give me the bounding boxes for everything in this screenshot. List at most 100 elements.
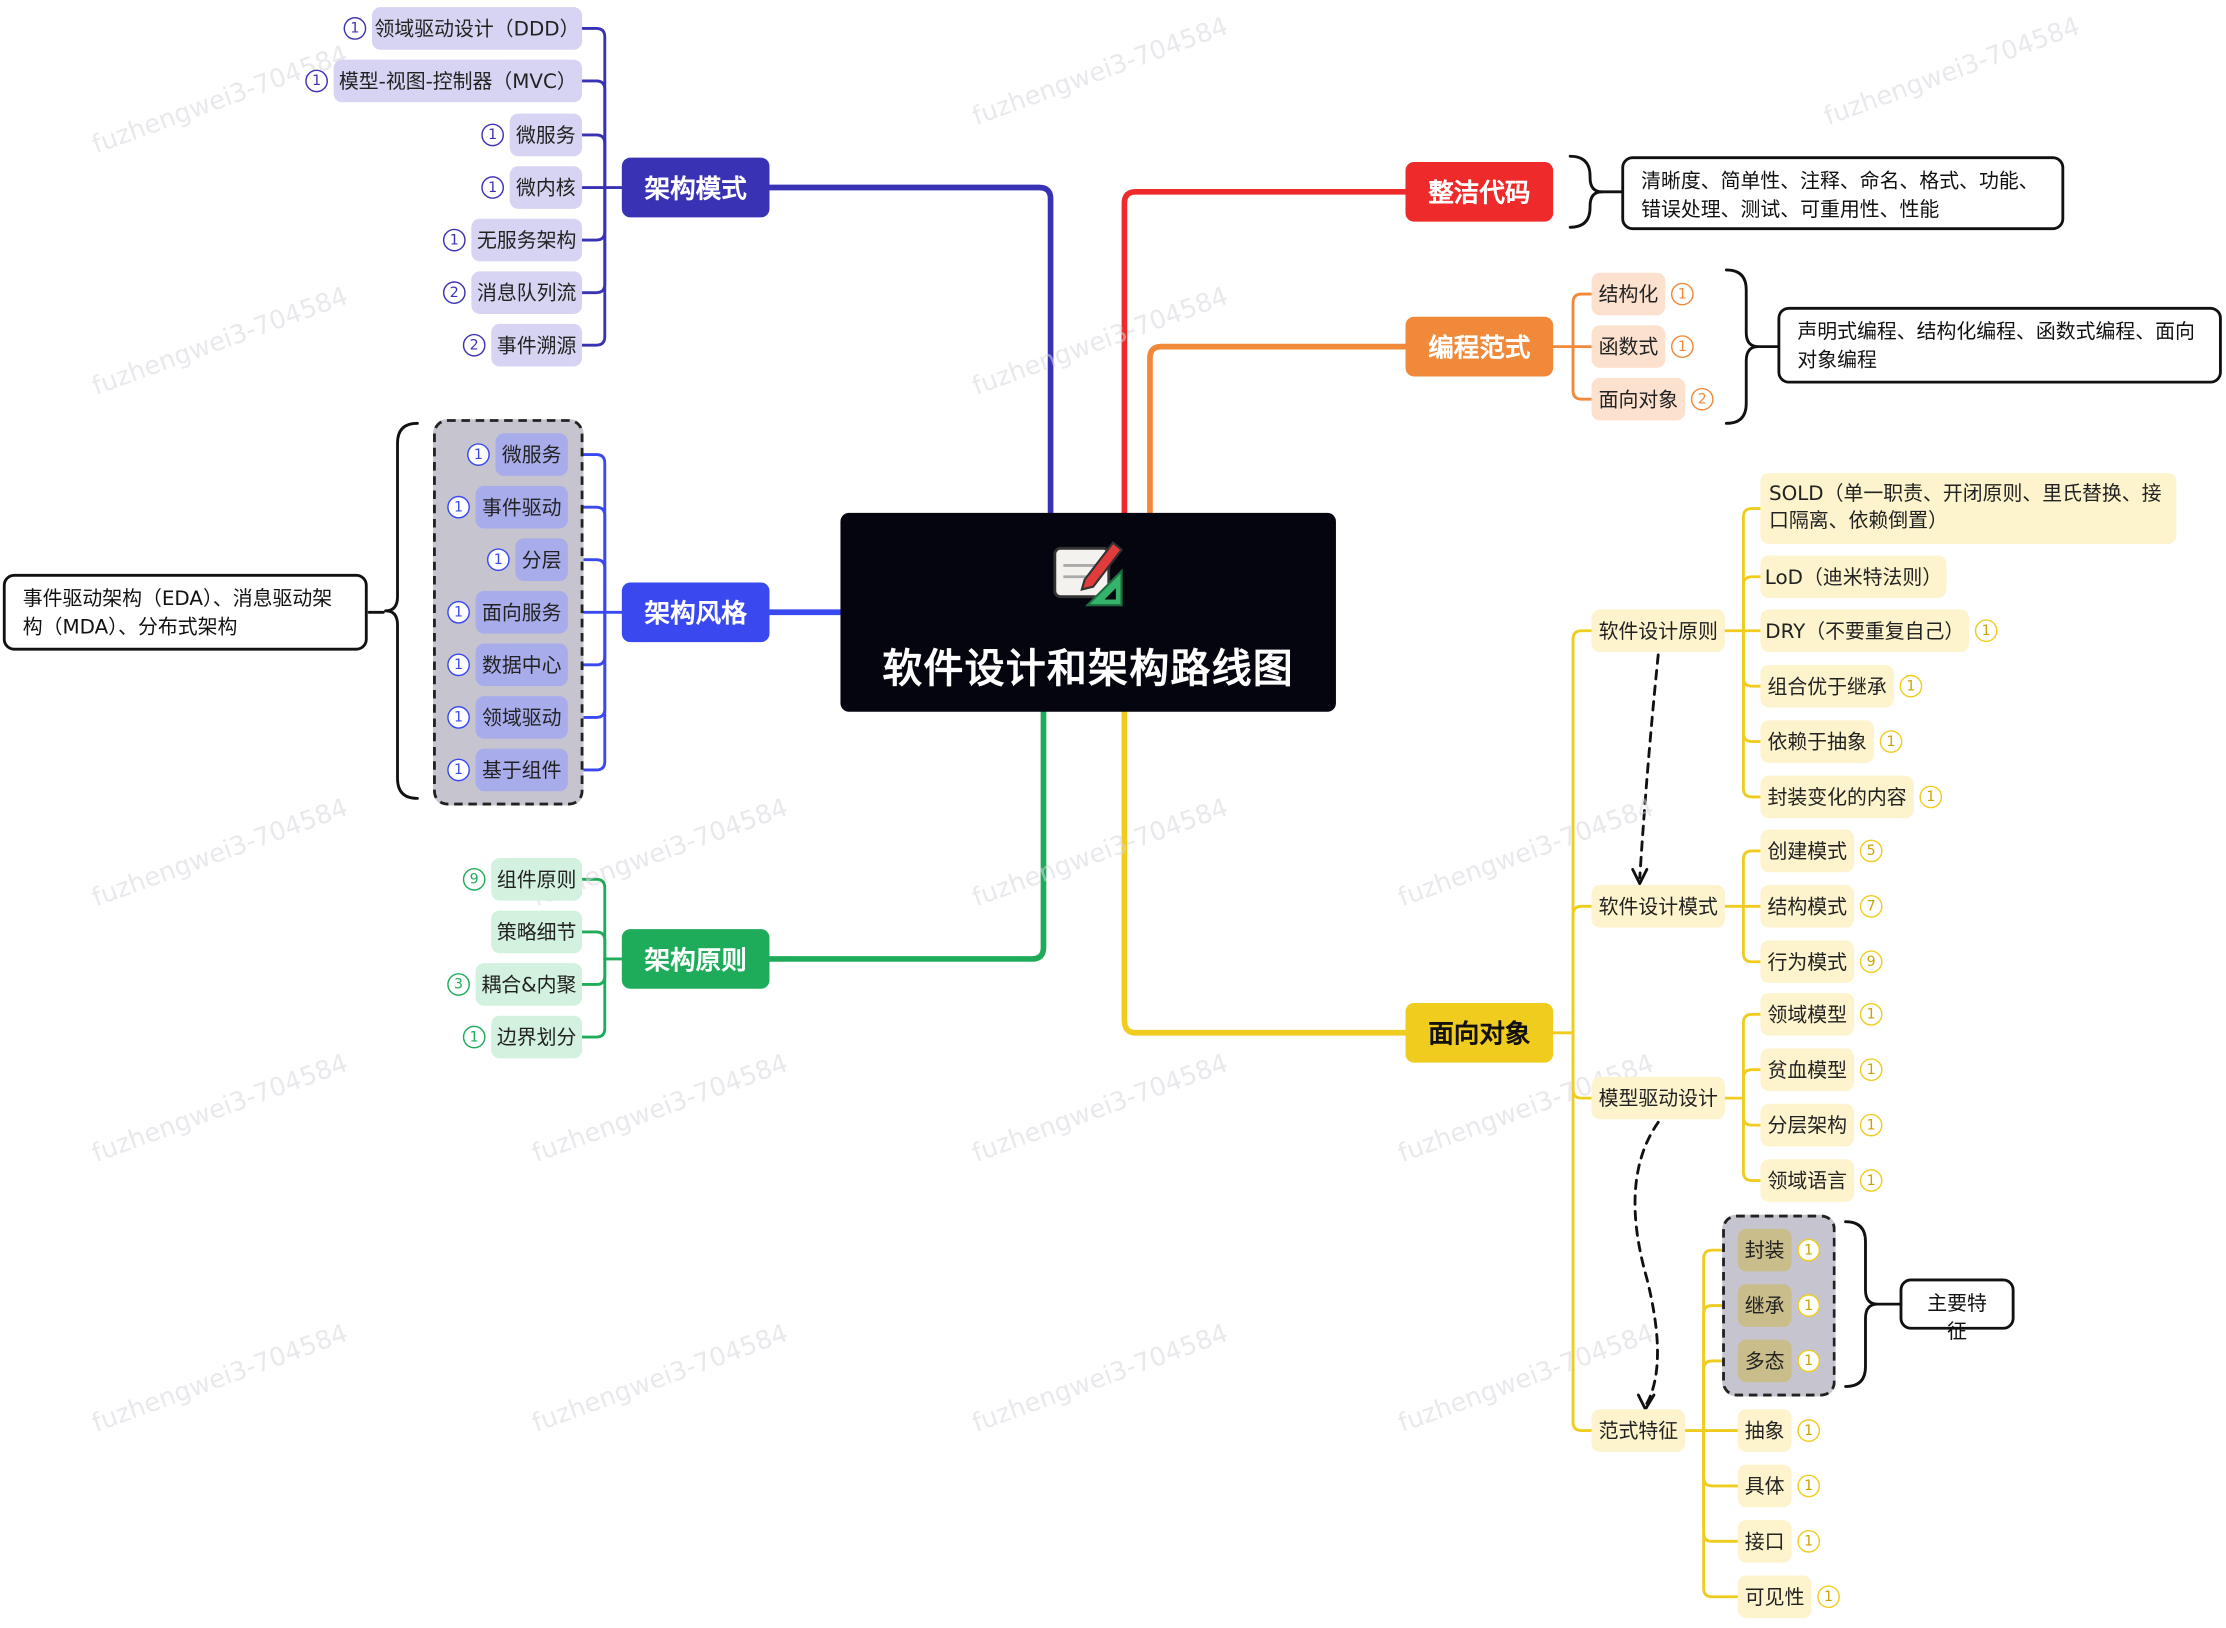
- pattern-serverless[interactable]: 无服务架构: [471, 218, 583, 262]
- principle-encapsulate-what-varies[interactable]: 封装变化的内容: [1760, 775, 1914, 819]
- branch-arch-styles[interactable]: 架构风格: [621, 582, 770, 643]
- style-domain-driven[interactable]: 领域驱动: [475, 696, 568, 739]
- brace-arch-styles: [384, 421, 419, 800]
- count-badge: 2: [462, 333, 486, 357]
- link-style-item: [566, 505, 607, 614]
- link-oop-item: [1702, 1248, 1740, 1432]
- link-pattern-item: [580, 186, 607, 347]
- link-oop-group: [1571, 1031, 1593, 1432]
- principle-policy-details[interactable]: 策略细节: [491, 910, 583, 954]
- paradigm-object-oriented[interactable]: 面向对象: [1591, 377, 1686, 421]
- root-node[interactable]: 软件设计和架构路线图: [840, 512, 1336, 712]
- count-badge: 1: [1899, 674, 1923, 698]
- branch-clean-code[interactable]: 整洁代码: [1405, 161, 1554, 222]
- link-pattern-item: [580, 26, 607, 189]
- count-badge: 1: [447, 706, 470, 729]
- branch-arch-patterns[interactable]: 架构模式: [621, 157, 770, 218]
- count-badge: 1: [1797, 1529, 1821, 1553]
- main-features-note[interactable]: 主要特征: [1899, 1278, 2015, 1344]
- pattern-behavioral[interactable]: 行为模式: [1760, 940, 1855, 984]
- feature-polymorphism[interactable]: 多态: [1737, 1339, 1792, 1383]
- count-badge: 7: [1859, 894, 1883, 918]
- mdd-layered-architecture[interactable]: 分层架构: [1760, 1103, 1855, 1147]
- count-badge: 1: [1670, 282, 1694, 306]
- link-pattern-item: [580, 133, 607, 189]
- link-oop-group: [1571, 629, 1593, 1035]
- branch-arch-principles[interactable]: 架构原则: [621, 929, 770, 989]
- link-oop-item: [1702, 1359, 1740, 1432]
- count-badge: 1: [467, 443, 490, 466]
- pattern-event-sourcing[interactable]: 事件溯源: [491, 323, 583, 367]
- clean-code-note[interactable]: 清晰度、简单性、注释、命名、格式、功能、错误处理、测试、可重用性、性能: [1621, 156, 2065, 231]
- branch-oop[interactable]: 面向对象: [1405, 1002, 1554, 1063]
- oop-paradigm-features[interactable]: 范式特征: [1591, 1409, 1686, 1452]
- link-oop-item: [1741, 629, 1762, 799]
- style-service-oriented[interactable]: 面向服务: [475, 590, 568, 634]
- branch-paradigms[interactable]: 编程范式: [1405, 316, 1554, 377]
- count-badge: 3: [447, 973, 470, 996]
- count-badge: 1: [1859, 1113, 1883, 1137]
- style-microservices[interactable]: 微服务: [495, 433, 568, 476]
- brace-paradigms: [1724, 268, 1760, 425]
- feature-visibility[interactable]: 可见性: [1737, 1575, 1812, 1619]
- pattern-message-queue-stream[interactable]: 消息队列流: [471, 271, 583, 314]
- oop-model-driven-design[interactable]: 模型驱动设计: [1591, 1076, 1725, 1120]
- feature-concrete[interactable]: 具体: [1737, 1464, 1792, 1508]
- link-principle-item: [580, 957, 607, 1039]
- feature-abstraction[interactable]: 抽象: [1737, 1409, 1792, 1452]
- pattern-mvc[interactable]: 模型-视图-控制器（MVC）: [333, 59, 583, 103]
- link-arch-patterns: [766, 184, 1054, 516]
- count-badge: 1: [305, 69, 328, 93]
- count-badge: 1: [447, 758, 470, 782]
- principle-coupling-cohesion[interactable]: 耦合&内聚: [475, 963, 583, 1006]
- link-pattern-item: [580, 186, 607, 242]
- principle-composition-over-inheritance[interactable]: 组合优于继承: [1760, 664, 1894, 708]
- pattern-microkernel[interactable]: 微内核: [509, 166, 583, 209]
- principle-depend-on-abstractions[interactable]: 依赖于抽象: [1760, 720, 1875, 763]
- style-layered[interactable]: 分层: [515, 538, 568, 582]
- paradigm-structured[interactable]: 结构化: [1591, 272, 1666, 316]
- principle-solid[interactable]: SOLD（单一职责、开闭原则、里氏替换、接口隔离、依赖倒置）: [1760, 473, 2177, 545]
- mdd-anemic-model[interactable]: 贫血模型: [1760, 1048, 1855, 1092]
- principle-dry[interactable]: DRY（不要重复自己）: [1760, 609, 1970, 653]
- link-principle-item: [580, 877, 607, 961]
- brace-clean-code: [1568, 154, 1604, 229]
- pattern-ddd[interactable]: 领域驱动设计（DDD）: [371, 7, 583, 50]
- principle-boundaries[interactable]: 边界划分: [491, 1015, 583, 1059]
- pattern-creational[interactable]: 创建模式: [1760, 829, 1855, 873]
- link-arch-principles: [766, 708, 1047, 962]
- count-badge: 1: [486, 548, 510, 572]
- feature-interface[interactable]: 接口: [1737, 1520, 1792, 1563]
- principle-lod[interactable]: LoD（迪米特法则）: [1760, 555, 1947, 599]
- count-badge: 1: [1974, 619, 1998, 643]
- style-component-based[interactable]: 基于组件: [475, 748, 568, 792]
- count-badge: 1: [1817, 1585, 1840, 1609]
- mdd-ubiquitous-language[interactable]: 领域语言: [1760, 1159, 1855, 1202]
- style-data-centric[interactable]: 数据中心: [475, 643, 568, 687]
- oop-design-patterns[interactable]: 软件设计模式: [1591, 885, 1725, 928]
- count-badge: 1: [1797, 1349, 1821, 1373]
- count-badge: 1: [481, 176, 504, 199]
- link-oop-item: [1702, 1304, 1740, 1432]
- pattern-microservices[interactable]: 微服务: [509, 113, 583, 157]
- arch-styles-summary-note[interactable]: 事件驱动架构（EDA）、消息驱动架构（MDA）、分布式架构: [2, 573, 368, 651]
- count-badge: 1: [1859, 1002, 1883, 1026]
- paradigm-functional[interactable]: 函数式: [1591, 325, 1666, 368]
- count-badge: 1: [1797, 1238, 1821, 1262]
- feature-encapsulation[interactable]: 封装: [1737, 1228, 1792, 1272]
- mdd-domain-model[interactable]: 领域模型: [1760, 992, 1855, 1036]
- principle-component[interactable]: 组件原则: [491, 858, 583, 901]
- count-badge: 1: [481, 123, 504, 147]
- count-badge: 1: [462, 1025, 486, 1049]
- link-oop-item: [1741, 1096, 1762, 1127]
- pattern-structural[interactable]: 结构模式: [1760, 885, 1855, 928]
- notepad-pencil-ruler-icon: [1053, 541, 1124, 607]
- feature-inheritance[interactable]: 继承: [1737, 1284, 1792, 1327]
- style-event-driven[interactable]: 事件驱动: [475, 485, 568, 529]
- count-badge: 1: [1797, 1419, 1821, 1442]
- oop-design-principles[interactable]: 软件设计原则: [1591, 609, 1725, 653]
- count-badge: 1: [1859, 1169, 1883, 1192]
- count-badge: 1: [1670, 335, 1694, 358]
- paradigms-note[interactable]: 声明式编程、结构化编程、函数式编程、面向对象编程: [1777, 306, 2222, 384]
